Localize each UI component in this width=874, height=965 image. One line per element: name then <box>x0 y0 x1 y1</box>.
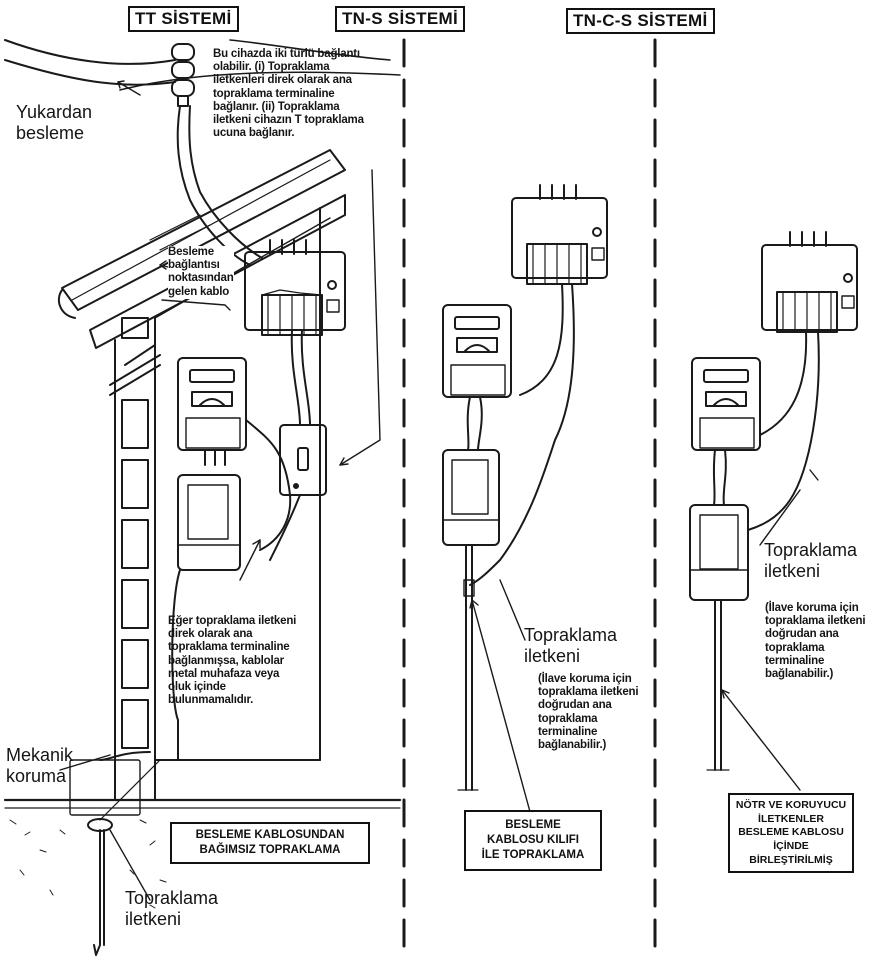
label-overhead-supply: Yukardan besleme <box>16 102 93 143</box>
tt-earth-electrode <box>69 751 161 956</box>
ground-surface <box>3 798 402 909</box>
label-earthing-conductor-tns: Topraklama iletkeni <box>524 625 618 666</box>
note-device-connection: Bu cihazda iki türlü bağlantı olabilir. … <box>213 48 364 140</box>
note-independent-earthing: BESLEME KABLOSUNDAN BAĞIMSIZ TOPRAKLAMA <box>170 822 370 864</box>
tt-cutout-fuse <box>177 474 241 571</box>
tt-consumer-unit <box>244 239 346 336</box>
tt-wiring <box>161 299 301 761</box>
tt-arrows <box>59 80 381 901</box>
tns-meter <box>442 304 512 398</box>
label-earthing-conductor-tt: Topraklama iletkeni <box>125 888 219 929</box>
tns-wiring <box>457 283 575 791</box>
note-sheath-earthing: BESLEME KABLOSU KILIFI İLE TOPRAKLAMA <box>464 810 602 871</box>
note-earthing-conductor-tt: Eğer topraklama iletkeni direk olarak an… <box>168 615 297 707</box>
title-tns-system: TN-S SİSTEMİ <box>335 6 465 32</box>
tncs-wiring <box>706 331 820 771</box>
note-combined-conductors: NÖTR VE KORUYUCU İLETKENLER BESLEME KABL… <box>728 793 854 874</box>
insulator-icon <box>171 43 195 107</box>
title-tt-system: TT SİSTEMİ <box>128 6 239 32</box>
label-earthing-conductor-tncs: Topraklama iletkeni <box>764 540 858 581</box>
tncs-consumer-unit <box>761 231 858 333</box>
note-extra-protection-tncs: (İlave koruma için topraklama iletkeni d… <box>765 602 866 681</box>
roof-eaves <box>57 149 346 349</box>
tncs-cutout-fuse <box>689 449 749 601</box>
building-wall <box>109 207 331 801</box>
title-tncs-system: TN-C-S SİSTEMİ <box>566 8 715 34</box>
note-extra-protection-tns: (İlave koruma için topraklama iletkeni d… <box>538 673 639 752</box>
label-mechanical-protection: Mekanik koruma <box>6 745 74 786</box>
tns-consumer-unit <box>511 184 608 285</box>
tns-arrows <box>469 579 536 831</box>
tncs-arrows <box>721 469 819 791</box>
tt-rcd-device <box>279 329 327 496</box>
tncs-meter <box>691 357 761 451</box>
tt-overhead-wires <box>4 39 401 91</box>
note-supply-cable: Besleme bağlantısı noktasından gelen kab… <box>168 246 234 299</box>
tt-meter <box>177 357 247 466</box>
tns-cutout-fuse <box>442 396 500 546</box>
